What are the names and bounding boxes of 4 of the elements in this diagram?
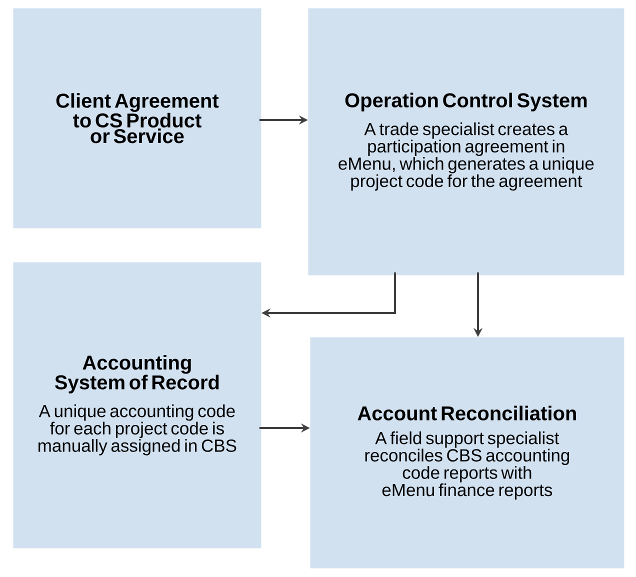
- process-box: Client Agreement to CS Product or Service: [13, 8, 262, 228]
- process-box: Account Reconciliation A field support specialist reconciles CBS accounting code reports with eMenu finance reports: [310, 337, 624, 568]
- process-box: Accounting System of Record A unique accounting code for each project code is manually assigned in CBS: [13, 262, 262, 548]
- process-box: Operation Control System A trade specialist creates a participation agreement in eMenu, which generates a unique project code for the agreement: [308, 8, 624, 276]
